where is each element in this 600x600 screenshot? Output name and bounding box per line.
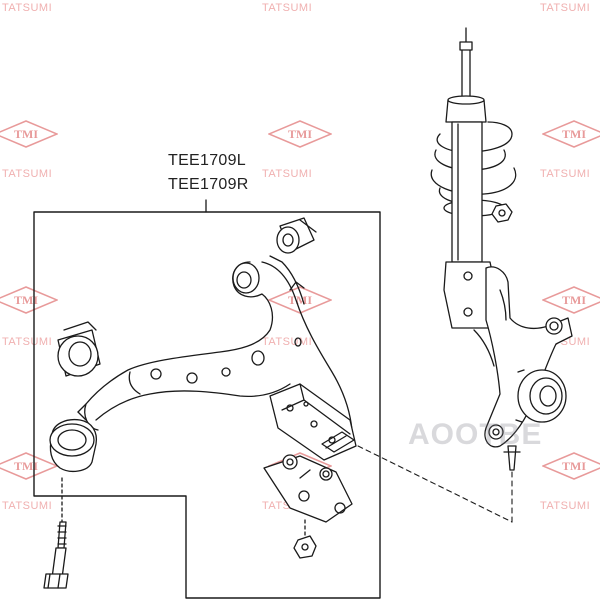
- svg-text:TMI: TMI: [288, 127, 312, 141]
- tmi-diamond-logo-icon: TMI: [542, 286, 600, 314]
- brand-watermark: TATSUMI: [262, 336, 313, 348]
- part-number-right: TEE1709R: [168, 176, 249, 193]
- brand-watermark: TATSUMI: [540, 168, 591, 180]
- svg-text:TMI: TMI: [562, 127, 586, 141]
- steering-knuckle: [473, 266, 573, 471]
- assembly-dashed-line: [349, 441, 513, 523]
- center-brand-watermark: AOOTBE: [408, 418, 543, 451]
- tmi-logo-text: TMI: [14, 127, 38, 141]
- tmi-diamond-logo-icon: TMI: [542, 452, 600, 480]
- brand-watermark: TATSUMI: [2, 500, 53, 512]
- tmi-diamond-logo-icon: TMI: [0, 452, 58, 480]
- lower-control-arm: [77, 255, 353, 431]
- svg-text:TMI: TMI: [14, 459, 38, 473]
- svg-text:TMI: TMI: [562, 293, 586, 307]
- mounting-bolt: [43, 477, 69, 589]
- brand-watermark: TATSUMI: [262, 2, 313, 14]
- front-bushing-sleeve: [49, 411, 98, 473]
- svg-text:TMI: TMI: [562, 459, 586, 473]
- brand-watermark: TATSUMI: [2, 336, 53, 348]
- tmi-diamond-logo-icon: TMI: [0, 120, 58, 148]
- brand-watermark: TATSUMI: [2, 168, 53, 180]
- part-group-outline: [33, 211, 381, 599]
- brand-watermark: TATSUMI: [540, 2, 591, 14]
- part-number-left: TEE1709L: [168, 152, 247, 169]
- rear-bushing: [276, 217, 317, 254]
- brand-watermark: TATSUMI: [2, 2, 53, 14]
- ball-joint-plate: [269, 383, 357, 461]
- brand-watermark: TATSUMI: [540, 500, 591, 512]
- svg-text:TMI: TMI: [14, 293, 38, 307]
- ball-joint: [263, 454, 353, 523]
- ball-joint-nut: [293, 519, 317, 559]
- tmi-diamond-logo-icon: TMI: [0, 286, 58, 314]
- front-bushing: [57, 321, 101, 377]
- brand-watermark: TATSUMI: [262, 168, 313, 180]
- tmi-diamond-logo-icon: TMI: [542, 120, 600, 148]
- tmi-diamond-logo-icon: TMI: [268, 120, 332, 148]
- strut-assembly: [430, 27, 517, 329]
